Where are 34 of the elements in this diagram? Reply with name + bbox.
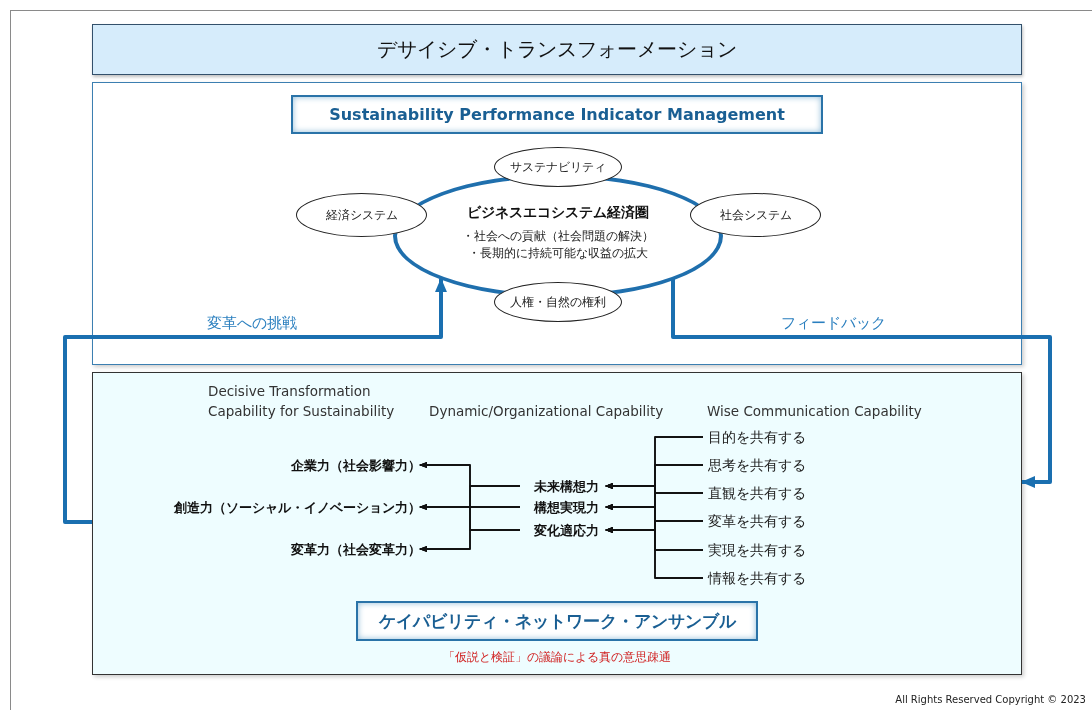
heading-box: ケイパビリティ・ネットワーク・アンサンブル [356, 601, 758, 641]
bullet-text: ・長期的に持続可能な収益の拡大 [468, 245, 648, 262]
capability-label: 未来構想力 [521, 477, 607, 497]
column-header: Decisive Transformation Capability for Sustainability [208, 382, 396, 421]
capability-label: 構想実現力 [521, 498, 607, 518]
column-header: Wise Communication Capability [707, 402, 923, 421]
edge-label: 変革への挑戦 [204, 313, 300, 333]
arrow [63, 278, 447, 524]
heading-box: Sustainability Performance Indicator Management [291, 95, 823, 134]
arrow [605, 527, 704, 579]
node-label: 「仮説と検証」の議論による真の意思疎通 [442, 649, 672, 666]
capability-label: 企業力（社会影響力） [101, 456, 421, 476]
title-banner: デサイシブ・トランスフォーメーション [92, 24, 1022, 75]
ellipse-node: 人権・自然の権利 [494, 282, 622, 322]
copyright-note: All Rights Reserved Copyright © 2023 [894, 694, 1086, 705]
sharing-label: 実現を共有する [704, 541, 834, 561]
sharing-label: 直観を共有する [704, 484, 834, 504]
arrow [419, 529, 521, 552]
sharing-label: 情報を共有する [704, 569, 834, 589]
capability-label: 変革力（社会変革力） [101, 540, 421, 560]
sharing-label: 変革を共有する [704, 512, 834, 532]
ellipse-node: 社会システム [690, 193, 821, 237]
panel [92, 82, 1022, 365]
ellipse-node: 経済システム [296, 193, 427, 237]
column-header: Dynamic/Organizational Capability [429, 402, 665, 421]
capability-label: 変化適応力 [521, 521, 607, 541]
arrow [671, 279, 1052, 488]
capability-label: 創造力（ソーシャル・イノベーション力） [101, 498, 421, 518]
panel [92, 372, 1022, 675]
sharing-label: 目的を共有する [704, 428, 834, 448]
ellipse-node: サステナビリティ [494, 147, 622, 187]
ellipse-title: ビジネスエコシステム経済圏 [467, 204, 649, 223]
bullet-text: ・社会への貢献（社会問題の解決） [462, 228, 654, 245]
sharing-label: 思考を共有する [704, 456, 834, 476]
